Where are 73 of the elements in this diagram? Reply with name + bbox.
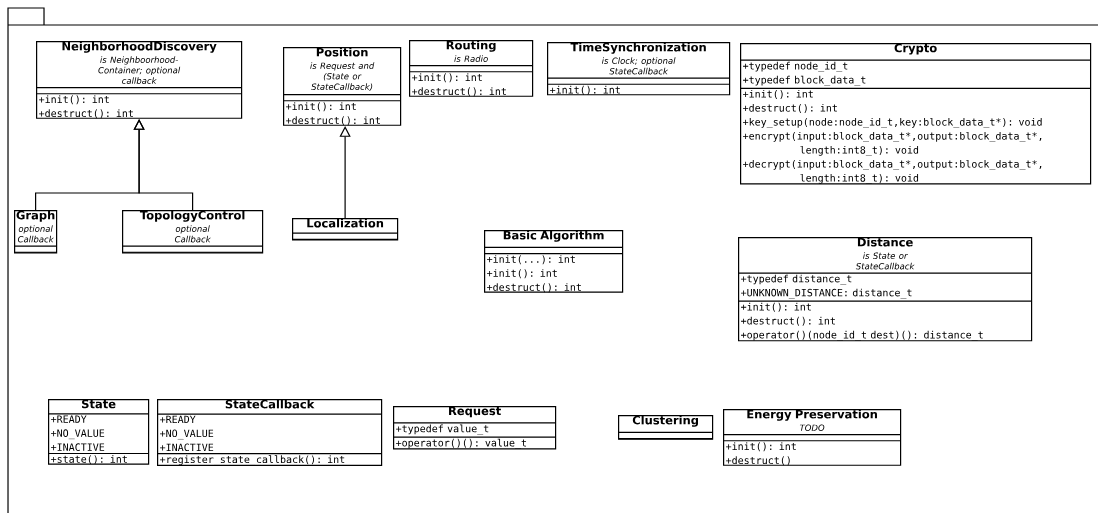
stereotype-note: optional Callback <box>17 225 54 243</box>
class-box <box>48 399 150 465</box>
class-box <box>292 218 399 241</box>
class-member: +UNKNOWN_DISTANCE: distance_t <box>741 288 912 299</box>
class-member: +destruct() <box>726 456 790 466</box>
stereotype-note: TODO <box>799 424 825 431</box>
class-box <box>723 409 902 466</box>
class-box <box>484 230 624 293</box>
class-box <box>740 43 1092 185</box>
class-member: +decrypt(input:block_data_t*,output:block_data_t*, length:int8_t): void <box>743 159 1042 184</box>
stereotype-note: is Neighboorhood-Container; optional callback <box>98 56 181 84</box>
class-box <box>409 40 534 97</box>
class-member: +init(): int <box>412 73 482 83</box>
class-name: Crypto <box>894 43 937 55</box>
class-member: +init(): int <box>487 269 557 279</box>
class-member: +typedef node_id_t <box>743 61 848 72</box>
class-member: +typedef block_data_t <box>743 75 866 86</box>
class-box <box>738 237 1033 342</box>
class-name: Position <box>316 47 368 57</box>
class-member: +init(): int <box>726 442 796 452</box>
class-box <box>283 47 402 126</box>
class-name: TimeSynchronization <box>570 42 706 54</box>
stereotype-note: is Clock; optional StateCallback <box>601 57 676 75</box>
class-member: +init(): int <box>286 102 356 112</box>
class-member: +typedef distance_t <box>741 274 852 285</box>
class-name: State <box>82 399 116 409</box>
class-member: +destruct(): int <box>39 109 133 119</box>
class-box <box>547 42 731 96</box>
class-member: +init(): int <box>39 95 109 105</box>
class-member: +operator()(): value_t <box>396 438 527 449</box>
class-member: +destruct(): int <box>741 316 835 326</box>
class-name: Energy Preservation <box>747 409 877 421</box>
class-member: +init(): int <box>550 85 620 95</box>
class-member: +NO_VALUE <box>51 429 105 440</box>
class-box <box>618 415 714 440</box>
class-box <box>157 399 383 466</box>
package-frame <box>7 7 1098 513</box>
stereotype-note: is Radio <box>454 55 488 62</box>
class-member: +operator()(node_id_t dest)(): distance_t <box>741 330 983 341</box>
class-member: +destruct(): int <box>487 283 581 293</box>
class-member: +init(): int <box>743 89 813 99</box>
class-box <box>36 41 243 119</box>
class-box <box>393 406 557 450</box>
class-name: StateCallback <box>225 399 315 409</box>
class-name: Graph <box>16 210 55 222</box>
class-member: +destruct(): int <box>412 87 506 97</box>
class-member: +encrypt(input:block_data_t*,output:block_data_t*, length:int8_t): void <box>743 131 1042 156</box>
stereotype-note: is State or StateCallback <box>855 252 915 270</box>
class-name: Clustering <box>632 415 698 427</box>
class-name: TopologyControl <box>139 210 245 222</box>
class-member: +typedef value_t <box>396 424 489 435</box>
class-member: +destruct(): int <box>286 116 380 126</box>
class-member: +INACTIVE <box>160 443 214 452</box>
class-member: +state(): int <box>51 455 127 465</box>
class-name: Distance <box>857 237 913 247</box>
class-member: +register_state_callback(): int <box>160 455 345 466</box>
stereotype-note: is Request and (State or StateCallback) <box>310 62 375 91</box>
class-name: Basic Algorithm <box>503 230 604 242</box>
class-name: NeighborhoodDiscovery <box>62 41 217 53</box>
class-member: +NO_VALUE <box>160 429 214 440</box>
class-member: +key_setup(node:node_id_t,key:block_data_t*): void <box>743 117 1042 128</box>
class-name: Localization <box>307 218 384 228</box>
class-member: +init(): int <box>741 302 811 312</box>
class-member: +init(...): int <box>487 255 575 265</box>
class-box <box>14 210 58 254</box>
class-box <box>122 210 264 254</box>
class-member: +READY <box>160 415 196 423</box>
class-name: Request <box>449 406 501 418</box>
stereotype-note: optional Callback <box>174 225 211 243</box>
class-member: +READY <box>51 415 87 423</box>
class-member: +INACTIVE <box>51 443 105 451</box>
class-member: +destruct(): int <box>743 103 837 113</box>
class-name: Routing <box>446 40 496 52</box>
